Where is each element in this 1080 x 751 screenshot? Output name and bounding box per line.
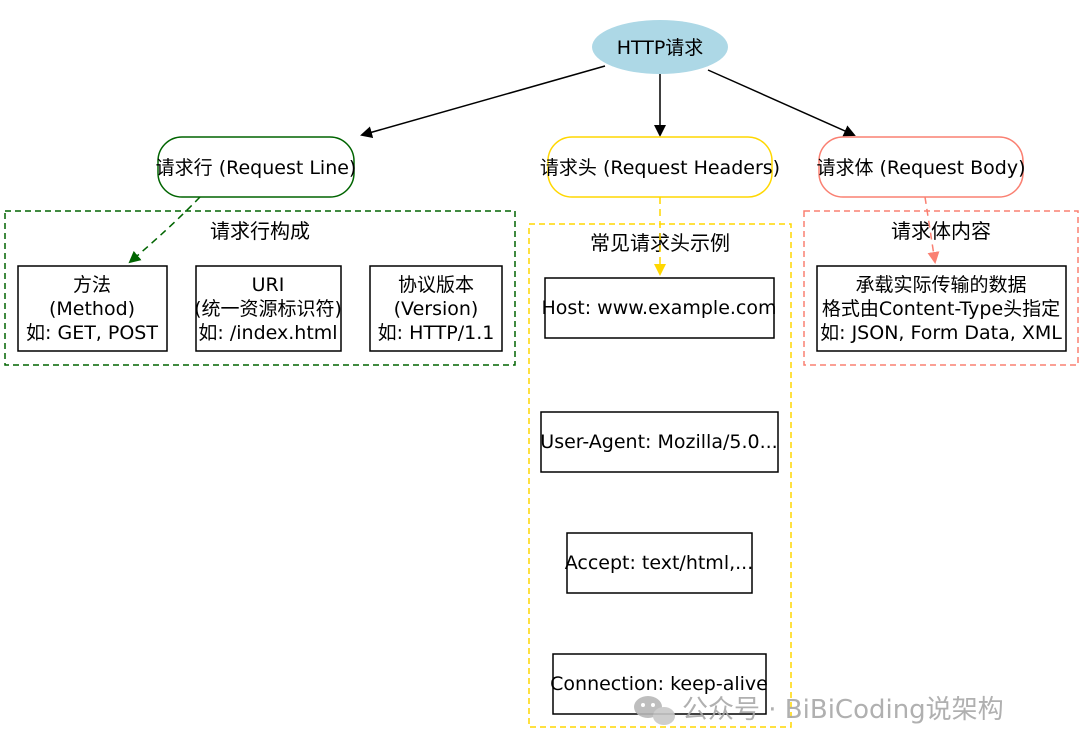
node-request-body-label: 请求体 (Request Body): [816, 157, 1025, 179]
box-uri-line-3: 如: /index.html: [198, 322, 337, 344]
box-method-line-3: 如: GET, POST: [26, 322, 158, 344]
box-body-line-2: 格式由Content-Type头指定: [822, 298, 1060, 320]
box-header-user-agent-label: User-Agent: Mozilla/5.0...: [540, 431, 777, 453]
edge-request-line-to-method: [128, 196, 201, 264]
box-body-line-3: 如: JSON, Form Data, XML: [820, 322, 1062, 344]
watermark-text: 公众号 · BiBiCoding说架构: [682, 695, 1004, 725]
box-uri-line-2: (统一资源标识符): [194, 298, 342, 320]
cluster-request-body: [803, 210, 1079, 366]
box-header-accept: [566, 532, 753, 594]
box-uri: [195, 265, 342, 352]
edge-request-body-to-content: [924, 196, 940, 264]
node-request-headers-label: 请求头 (Request Headers): [540, 157, 780, 179]
cluster-request-body-title: 请求体内容: [891, 219, 991, 243]
box-uri-line-1: URI: [252, 274, 285, 296]
box-method-line-1: 方法: [73, 274, 111, 296]
node-request-line-label: 请求行 (Request Line): [156, 157, 357, 179]
box-method: [17, 265, 168, 352]
box-header-host-label: Host: www.example.com: [541, 297, 776, 319]
box-header-connection-label: Connection: keep-alive: [550, 673, 768, 695]
box-body-line-1: 承载实际传输的数据: [855, 274, 1026, 296]
node-request-line: [157, 136, 355, 198]
cluster-request-line: [4, 210, 516, 366]
edge-root-to-request-line: [360, 65, 606, 139]
root-node-http-request: [592, 20, 728, 74]
box-header-accept-label: Accept: text/html,...: [565, 552, 754, 574]
root-node-label: HTTP请求: [617, 37, 704, 59]
box-header-user-agent: [540, 411, 779, 473]
cluster-request-line-title: 请求行构成: [210, 219, 310, 243]
watermark: 公众号 · BiBiCoding说架构: [634, 695, 1004, 725]
box-version: [369, 265, 503, 352]
node-request-body: [818, 136, 1024, 198]
box-version-line-3: 如: HTTP/1.1: [378, 322, 495, 344]
box-version-line-1: 协议版本: [398, 274, 474, 296]
edge-root-to-request-body: [707, 69, 856, 137]
box-header-host: [544, 277, 775, 339]
box-method-line-2: (Method): [49, 298, 135, 320]
wechat-icon: [634, 696, 675, 725]
box-body-content: [816, 265, 1067, 352]
box-version-line-2: (Version): [394, 298, 479, 320]
